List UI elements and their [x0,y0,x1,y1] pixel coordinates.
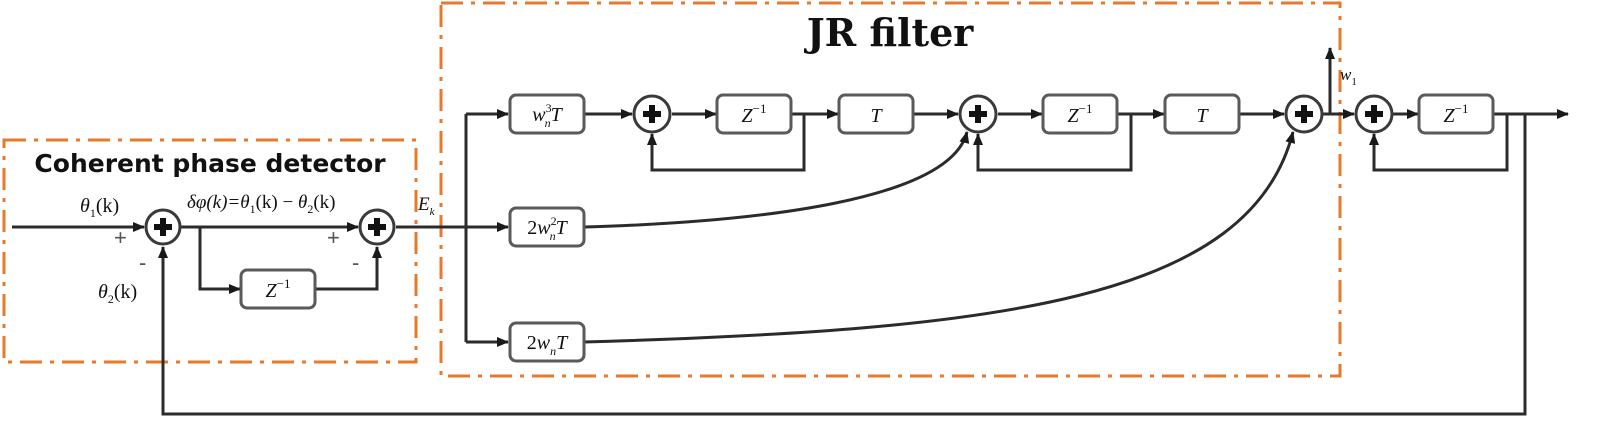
sum2-minus-sign: - [352,250,359,275]
svg-text:Z−1: Z−1 [266,276,291,302]
plus-circle-icon [643,105,661,123]
svg-text:Z−1: Z−1 [1068,101,1093,127]
theta2-label: θ2(k) [98,281,137,306]
delay-return-wire [315,246,382,291]
accum-loop-out [1369,114,1509,172]
w1-label: w1 [1340,65,1357,88]
svg-text:2wnT: 2wnT [527,332,569,358]
plus-circle-icon [154,218,172,236]
sum-junction-5 [1284,94,1324,134]
signal-wires [12,47,1569,416]
block-t-b: T [1163,93,1241,135]
block-z-a: Z−1 [715,93,793,135]
filter-boundary [439,1,1342,378]
svg-text:T: T [870,105,883,127]
block-gain-2w: 2wnT [508,321,586,363]
sum-junction-3 [632,94,672,134]
sum-junction-1 [144,208,182,246]
accum-loop-b [973,114,1133,172]
sum1-minus-sign: - [139,250,146,275]
svg-text:T: T [1196,105,1209,127]
sum1-plus-sign: + [114,225,127,250]
svg-text:Z−1: Z−1 [1444,101,1469,127]
sum-junction-4 [958,94,998,134]
delay-branch-wire [198,227,241,294]
sum-junction-2 [358,208,396,246]
plus-circle-icon [1295,105,1313,123]
accum-loop-a [647,114,806,172]
svg-text:Z−1: Z−1 [742,101,767,127]
g2-feed-curve [583,131,970,229]
plus-circle-icon [1365,105,1383,123]
detector-boundary [2,138,418,364]
plus-circle-icon [969,105,987,123]
theta1-label: θ1(k) [80,195,119,220]
global-feedback-wire [158,114,1527,416]
sum2-plus-sign: + [327,225,340,250]
phase-error-equation: δφ(k)=θ1(k) − θ2(k) [187,192,335,216]
block-z-detector: Z−1 [239,268,317,310]
block-z-out: Z−1 [1417,93,1495,135]
block-z-b: Z−1 [1041,93,1119,135]
detector-title: Coherent phase detector [34,149,386,178]
filter-title: JR filter [804,10,975,55]
plus-circle-icon [368,218,386,236]
g1-feed-curve [583,131,1296,344]
ek-label: Ek [417,194,436,218]
block-t-a: T [837,93,915,135]
sum-junction-6 [1354,94,1394,134]
